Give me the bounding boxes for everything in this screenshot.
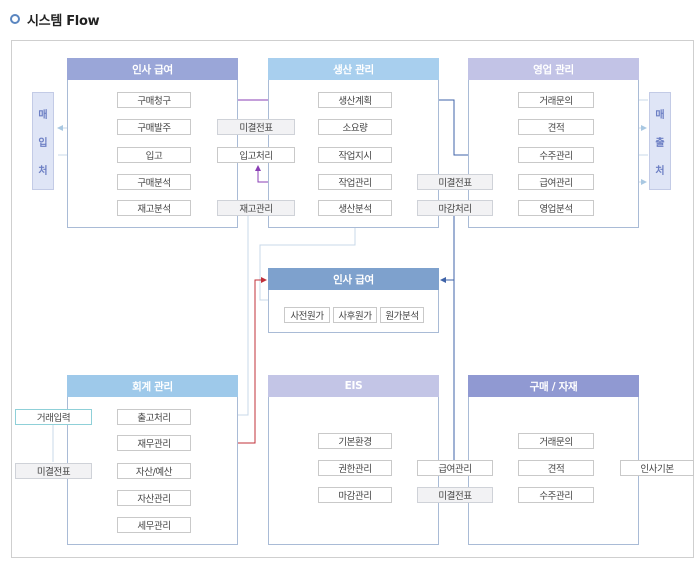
side-right-char: 매: [655, 109, 665, 121]
panel-saengsan-header: 생산 관리: [268, 58, 439, 80]
box-sajeon-wonga[interactable]: 사전원가: [284, 307, 330, 323]
box-jasan-yesan[interactable]: 자산/예산: [117, 463, 191, 479]
panel-insa-center-header: 인사 급여: [268, 268, 439, 290]
panel-hoegye-header: 회계 관리: [67, 375, 238, 397]
circle-bullet-icon: [10, 14, 20, 24]
box-gwonhan-gwanri[interactable]: 권한관리: [318, 460, 392, 476]
box-jageop-gwanri[interactable]: 작업관리: [318, 174, 392, 190]
box-ipgo[interactable]: 입고: [117, 147, 191, 163]
side-right-char: 출: [655, 137, 665, 149]
box-migyeol-jeonpyo-2[interactable]: 미결전표: [417, 174, 493, 190]
page-title-text: 시스템 Flow: [27, 13, 100, 29]
box-magam-gwanri[interactable]: 마감관리: [318, 487, 392, 503]
box-ipgo-cheori[interactable]: 입고처리: [217, 147, 295, 163]
side-left-char: 처: [38, 165, 48, 177]
box-soyoryang[interactable]: 소요량: [318, 119, 392, 135]
box-geupyeo-gwanri[interactable]: 급여관리: [518, 174, 594, 190]
panel-gumae-header: 구매 / 자재: [468, 375, 639, 397]
box-migyeol-jeonpyo-4[interactable]: 미결전표: [417, 487, 493, 503]
box-jaego-bunseok[interactable]: 재고분석: [117, 200, 191, 216]
box-gyeonjeok[interactable]: 견적: [518, 119, 594, 135]
box-saengsan-gyehoek[interactable]: 생산계획: [318, 92, 392, 108]
box-georae-munui[interactable]: 거래문의: [518, 92, 594, 108]
panel-insa-center: 인사 급여: [268, 268, 439, 333]
box-yeongeop-bunseok[interactable]: 영업분석: [518, 200, 594, 216]
box-jaego-gwanri[interactable]: 재고관리: [217, 200, 295, 216]
side-left-char: 입: [38, 137, 48, 149]
box-chulgo-cheori[interactable]: 출고처리: [117, 409, 191, 425]
side-left-char: 매: [38, 109, 48, 121]
box-georae-ipryeok[interactable]: 거래입력: [15, 409, 92, 425]
box-geupyeo-gwanri-2[interactable]: 급여관리: [417, 460, 493, 476]
side-maeipcheo: 매 입 처: [32, 92, 54, 190]
box-saengsan-bunseok[interactable]: 생산분석: [318, 200, 392, 216]
box-magam-cheori[interactable]: 마감처리: [417, 200, 493, 216]
box-suju-gwanri[interactable]: 수주관리: [518, 147, 594, 163]
box-migyeol-jeonpyo[interactable]: 미결전표: [217, 119, 295, 135]
box-migyeol-jeonpyo-3[interactable]: 미결전표: [15, 463, 92, 479]
panel-eis-header: EIS: [268, 375, 439, 397]
panel-yeongeop-header: 영업 관리: [468, 58, 639, 80]
panel-insa-top: 인사 급여: [67, 58, 238, 228]
box-gibon-hwangyeong[interactable]: 기본환경: [318, 433, 392, 449]
box-jaemu-gwanri[interactable]: 재무관리: [117, 435, 191, 451]
box-gumae-balju[interactable]: 구매발주: [117, 119, 191, 135]
diagram-frame: [11, 40, 694, 558]
panel-insa-top-header: 인사 급여: [67, 58, 238, 80]
box-wonga-bunseok[interactable]: 원가분석: [380, 307, 424, 323]
box-jasan-gwanri[interactable]: 자산관리: [117, 490, 191, 506]
panel-yeongeop: 영업 관리: [468, 58, 639, 228]
page-title: 시스템 Flow: [10, 9, 100, 29]
box-gumae-bunseok[interactable]: 구매분석: [117, 174, 191, 190]
side-right-char: 처: [655, 165, 665, 177]
panel-saengsan: 생산 관리: [268, 58, 439, 228]
box-gyeonjeok-2[interactable]: 견적: [518, 460, 594, 476]
box-suju-gwanri-2[interactable]: 수주관리: [518, 487, 594, 503]
box-semu-gwanri[interactable]: 세무관리: [117, 517, 191, 533]
box-jageop-jisi[interactable]: 작업지시: [318, 147, 392, 163]
box-georae-munui-2[interactable]: 거래문의: [518, 433, 594, 449]
box-sahu-wonga[interactable]: 사후원가: [333, 307, 377, 323]
box-gumae-cheonggu[interactable]: 구매청구: [117, 92, 191, 108]
box-insa-gibon[interactable]: 인사기본: [620, 460, 694, 476]
side-maechulcheo: 매 출 처: [649, 92, 671, 190]
panel-hoegye: 회계 관리: [67, 375, 238, 545]
